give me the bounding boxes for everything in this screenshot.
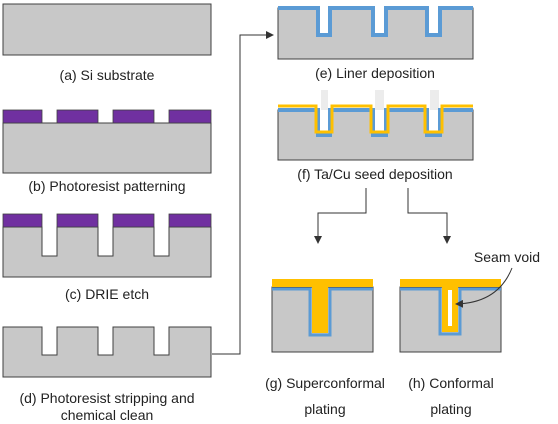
caption-d-line1: (d) Photoresist stripping and bbox=[19, 390, 194, 406]
liner-layer bbox=[272, 287, 373, 337]
seed-layer bbox=[278, 104, 473, 134]
deposition-flux bbox=[430, 90, 439, 110]
photoresist-block bbox=[168, 213, 212, 228]
caption-b: (b) Photoresist patterning bbox=[28, 178, 185, 194]
copper-fill bbox=[312, 287, 328, 333]
liner-layer bbox=[278, 6, 473, 37]
step-a-si-substrate: (a) Si substrate bbox=[2, 3, 212, 83]
liner-layer bbox=[278, 108, 473, 137]
caption-d-line2: chemical clean bbox=[61, 407, 154, 423]
step-b-photoresist-patterning: (b) Photoresist patterning bbox=[2, 109, 212, 194]
step-f-seed-deposition: (f) Ta/Cu seed deposition bbox=[277, 90, 474, 182]
silicon-wafer bbox=[2, 122, 212, 174]
step-e-liner-deposition: (e) Liner deposition bbox=[277, 6, 474, 81]
liner-layer bbox=[400, 287, 501, 336]
seam-void-pointer-arrow bbox=[455, 267, 513, 308]
step-h-conformal-plating: (h) Conformal plating bbox=[399, 279, 502, 417]
caption-h-line1: (h) Conformal bbox=[408, 375, 494, 391]
step-g-superconformal-plating: (g) Superconformal plating bbox=[265, 279, 385, 417]
step-d-resist-strip-clean: (d) Photoresist stripping and chemical c… bbox=[2, 326, 212, 423]
caption-c: (c) DRIE etch bbox=[65, 286, 149, 302]
seam-void-label: Seam void bbox=[474, 249, 540, 265]
copper-overburden bbox=[272, 279, 373, 287]
photoresist-block bbox=[112, 213, 155, 228]
flow-arrow-d-to-e bbox=[212, 31, 274, 355]
caption-h-line2: plating bbox=[430, 401, 471, 417]
deposition-flux bbox=[321, 90, 328, 110]
photoresist-block bbox=[56, 213, 99, 228]
caption-a: (a) Si substrate bbox=[60, 67, 155, 83]
caption-g-line2: plating bbox=[304, 401, 345, 417]
photoresist-block bbox=[2, 109, 43, 124]
caption-f: (f) Ta/Cu seed deposition bbox=[297, 166, 452, 182]
seam-void bbox=[448, 290, 452, 326]
flow-arrow-f-to-g bbox=[314, 188, 367, 244]
step-c-drie-etch: (c) DRIE etch bbox=[2, 213, 212, 302]
caption-e: (e) Liner deposition bbox=[315, 65, 435, 81]
deposition-flux bbox=[375, 90, 384, 110]
flow-arrow-f-to-h bbox=[407, 188, 451, 244]
seam-void-callout: Seam void bbox=[455, 249, 540, 308]
photoresist-block bbox=[2, 213, 43, 228]
etched-silicon bbox=[2, 226, 212, 278]
photoresist-block bbox=[168, 109, 212, 124]
caption-g-line1: (g) Superconformal bbox=[265, 375, 385, 391]
silicon-wafer bbox=[2, 3, 212, 56]
photoresist-block bbox=[112, 109, 155, 124]
photoresist-block bbox=[56, 109, 99, 124]
copper-overburden bbox=[400, 279, 501, 287]
etched-silicon bbox=[2, 326, 212, 378]
